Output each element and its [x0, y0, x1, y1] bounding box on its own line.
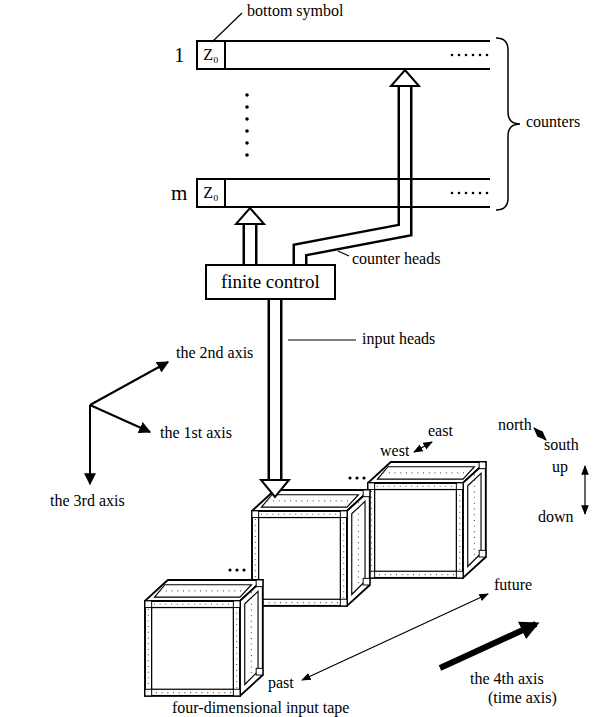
arrow-hollow: [245, 224, 255, 264]
node-text: Z₀: [203, 46, 218, 64]
continuation-dots: [451, 54, 489, 195]
annotation-label: west: [380, 442, 409, 460]
arrow-outline: [243, 224, 258, 264]
arrow-outline: [300, 86, 405, 264]
annotation-label: the 3rd axis: [50, 492, 125, 510]
input-cube: [252, 490, 370, 606]
arrow-head: [236, 208, 264, 224]
counter-index: 1: [174, 43, 185, 68]
time-axis-line: [302, 594, 488, 680]
input-cube: [145, 580, 263, 696]
annotation-label: four-dimensional input tape: [172, 699, 349, 717]
annotation-label: down: [538, 508, 574, 526]
annotation-label: south: [544, 436, 579, 454]
arrow-hollow: [300, 86, 405, 264]
counter-tape: 1Z₀: [196, 40, 490, 70]
annotation-label: the 2nd axis: [176, 344, 253, 362]
input-cube: [368, 462, 486, 578]
arrow-head: [391, 70, 419, 86]
annotation-label: future: [494, 576, 532, 594]
counter-head-arrow: [300, 70, 419, 264]
counter-tape: mZ₀: [196, 178, 490, 208]
annotation-label: (time axis): [488, 689, 557, 707]
bottom-symbol-cell: Z₀: [198, 180, 226, 206]
finite-control-box: finite control: [205, 264, 336, 300]
annotation-label: up: [552, 458, 568, 476]
annotation-label: counter heads: [352, 250, 440, 268]
axes-symbol: [90, 362, 168, 484]
vertical-dots: [245, 93, 249, 157]
annotation-label: past: [268, 674, 294, 692]
leader-line: [338, 251, 349, 256]
annotation-label: the 4th axis: [470, 670, 544, 688]
annotation-label: east: [428, 422, 453, 440]
fourth-axis-arrow: [440, 624, 536, 668]
counters-bracket: [496, 38, 520, 210]
bottom-symbol-cell: Z₀: [198, 42, 226, 68]
ellipsis-dots: [228, 476, 365, 571]
direction-arrows: [414, 428, 585, 514]
annotation-label: north: [498, 416, 532, 434]
leader-line: [288, 339, 356, 340]
leader-line: [212, 13, 242, 42]
counter-head-arrow: [236, 208, 264, 264]
annotation-label: bottom symbol: [247, 2, 343, 20]
annotation-label: counters: [526, 113, 580, 131]
counter-index: m: [171, 181, 187, 206]
node-text: finite control: [221, 271, 320, 292]
annotation-label: the 1st axis: [160, 424, 232, 442]
node-text: Z₀: [203, 184, 218, 202]
input-heads-arrow: [261, 288, 289, 497]
annotation-label: input heads: [362, 330, 435, 348]
